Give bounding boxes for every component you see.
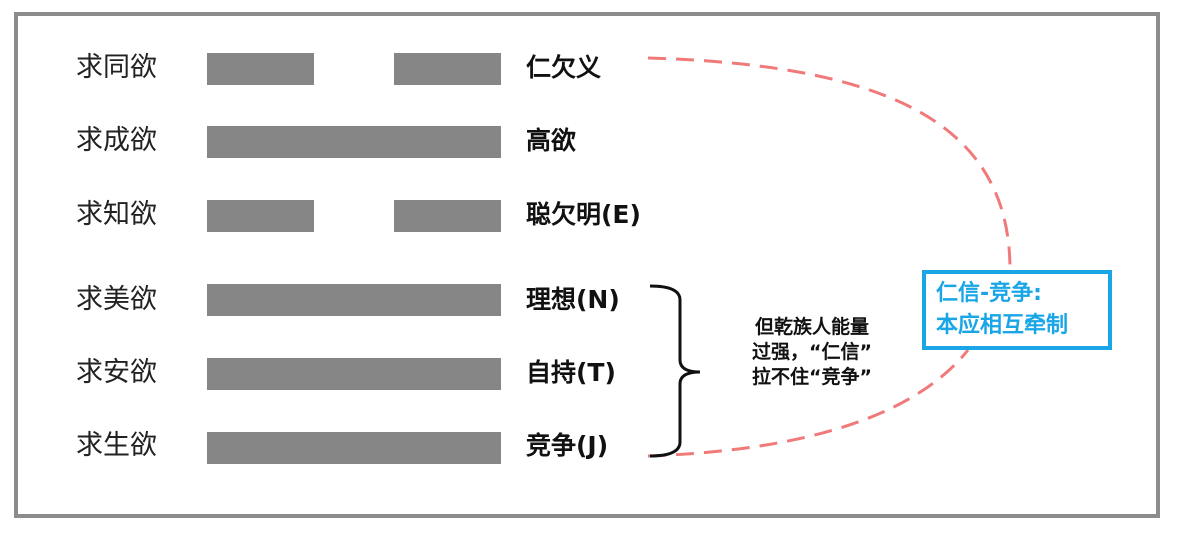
callout-line-1: 仁信-竞争: xyxy=(936,281,1042,306)
bar-1-left xyxy=(207,53,314,85)
brace-note: 但乾族人能量 过强，“仁信” 拉不住“竞争” xyxy=(732,315,892,390)
bar-6 xyxy=(207,432,501,464)
callout-line-2: 本应相互牵制 xyxy=(936,313,1069,338)
row-result-2: 高欲 xyxy=(526,126,577,155)
note-line-1: 但乾族人能量 xyxy=(754,316,869,338)
callout-box: 仁信-竞争: 本应相互牵制 xyxy=(922,270,1112,350)
dashed-connector-bottom xyxy=(647,349,970,458)
row-result-6: 竞争(J) xyxy=(526,431,609,460)
bar-5 xyxy=(207,358,501,390)
bar-1-right xyxy=(394,53,501,85)
dashed-connector-top xyxy=(647,56,1012,271)
bar-3-left xyxy=(207,200,314,232)
row-label-5: 求安欲 xyxy=(76,357,157,388)
row-label-4: 求美欲 xyxy=(76,284,157,315)
note-line-2: 过强，“仁信” xyxy=(752,341,872,363)
diagram-frame xyxy=(14,12,1160,518)
row-label-2: 求成欲 xyxy=(76,125,157,156)
bar-2 xyxy=(207,126,501,158)
row-result-4: 理想(N) xyxy=(526,285,620,314)
row-result-1: 仁欠义 xyxy=(526,53,602,82)
row-label-1: 求同欲 xyxy=(76,52,157,83)
bar-3-right xyxy=(394,200,501,232)
row-label-6: 求生欲 xyxy=(76,430,157,461)
bar-4 xyxy=(207,284,501,316)
curly-brace xyxy=(649,284,701,458)
row-label-3: 求知欲 xyxy=(76,199,157,230)
note-line-3: 拉不住“竞争” xyxy=(752,366,872,388)
row-result-5: 自持(T) xyxy=(526,358,616,387)
row-result-3: 聪欠明(E) xyxy=(526,200,641,229)
